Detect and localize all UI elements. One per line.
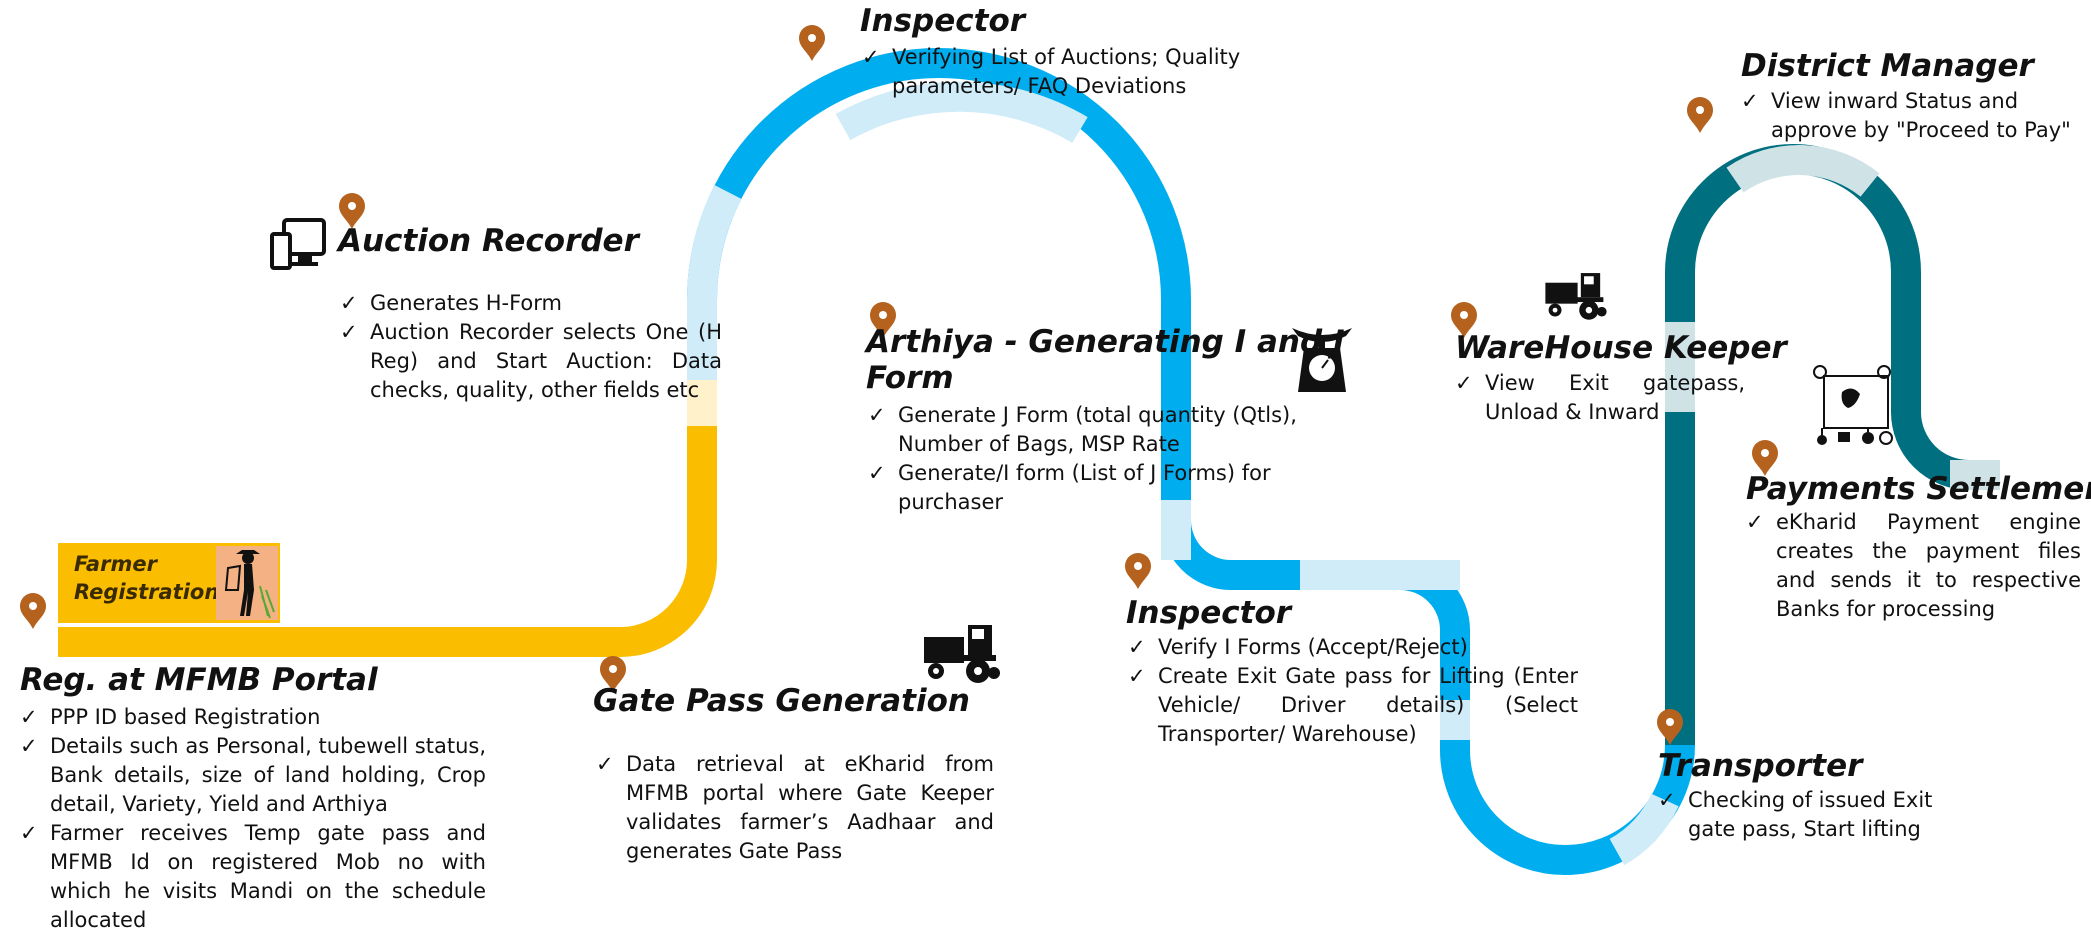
location-pin-icon <box>1125 553 1151 589</box>
location-pin-icon <box>1752 440 1778 476</box>
farmer-label-line2: Registration <box>74 580 220 604</box>
stage-transporter-details: Checking of issued Exit gate pass, Start… <box>1658 786 1968 844</box>
list-item: View inward Status and approve by "Proce… <box>1741 87 2086 145</box>
stage-title-arthiya-line2: Form <box>866 359 954 396</box>
road-highlight-2 <box>835 81 1088 143</box>
list-item: Checking of issued Exit gate pass, Start… <box>1658 786 1968 844</box>
farmer-label-line1: Farmer <box>74 552 157 576</box>
stage-warehouse-details: View Exit gatepass, Unload & Inward <box>1455 369 1745 427</box>
list-item: PPP ID based Registration <box>20 703 486 732</box>
location-pin-icon <box>870 302 896 338</box>
road-highlight-4 <box>1300 560 1460 590</box>
weighing-scale-icon <box>1292 328 1352 392</box>
stage-district-details: View inward Status and approve by "Proce… <box>1741 87 2086 145</box>
location-pin-icon <box>339 193 365 229</box>
stage-title-gatepass: Gate Pass Generation <box>593 683 970 719</box>
truck-icon <box>1545 273 1607 320</box>
computer-icon <box>270 218 326 270</box>
road-segment-teal <box>1665 144 2000 745</box>
truck-icon <box>924 625 1000 683</box>
list-item: Generate/I form (List of J Forms) for pu… <box>868 459 1328 517</box>
list-item: Details such as Personal, tubewell statu… <box>20 732 486 819</box>
stage-gatepass-details: Data retrieval at eKharid from MFMB port… <box>596 750 994 866</box>
road-segment-yellow <box>58 310 717 657</box>
list-item: Farmer receives Temp gate pass and MFMB … <box>20 819 486 935</box>
stage-title-arthiya: Arthiya - Generating I and J Form <box>866 324 1345 396</box>
location-pin-icon <box>1657 709 1683 745</box>
stage-arthiya-details: Generate J Form (total quantity (Qtls), … <box>868 401 1328 517</box>
stage-inspector-1-details: Verifying List of Auctions; Quality para… <box>862 43 1282 101</box>
list-item: Verifying List of Auctions; Quality para… <box>862 43 1282 101</box>
list-item: eKharid Payment engine creates the payme… <box>1746 508 2081 624</box>
stage-title-warehouse: WareHouse Keeper <box>1455 330 1787 366</box>
list-item: Generates H-Form <box>340 289 722 318</box>
stage-title-auction: Auction Recorder <box>338 223 639 259</box>
list-item: Generate J Form (total quantity (Qtls), … <box>868 401 1328 459</box>
location-pin-icon <box>799 25 825 61</box>
road-highlight-teal-2 <box>1950 460 2000 490</box>
stage-title-payments: Payments Settlement <box>1746 471 2091 507</box>
farmer-registration-label: Farmer Registration <box>74 550 219 606</box>
road-segment-blue-arch <box>687 48 1695 876</box>
stage-title-inspector-2: Inspector <box>1126 595 1292 631</box>
road-highlight-teal-top <box>1726 145 1880 197</box>
stage-inspector-2-details: Verify I Forms (Accept/Reject) Create Ex… <box>1128 633 1578 749</box>
list-item: View Exit gatepass, Unload & Inward <box>1455 369 1745 427</box>
location-pin-icon <box>1451 302 1477 338</box>
stage-title-transporter: Transporter <box>1658 748 1863 784</box>
list-item: Create Exit Gate pass for Lifting (Enter… <box>1128 662 1578 749</box>
location-pin-icon <box>20 593 46 629</box>
stage-title-arthiya-line1: Arthiya - Generating I and J <box>866 324 1345 360</box>
location-pin-icon <box>1687 97 1713 133</box>
list-item: Verify I Forms (Accept/Reject) <box>1128 633 1578 662</box>
stage-title-inspector-1: Inspector <box>860 3 1026 39</box>
list-item: Auction Recorder selects One (H Reg) and… <box>340 318 722 405</box>
location-pin-icon <box>600 656 626 692</box>
list-item: Data retrieval at eKharid from MFMB port… <box>596 750 994 866</box>
farmer-icon <box>216 546 278 620</box>
stage-reg-details: PPP ID based Registration Details such a… <box>20 703 486 935</box>
stage-title-reg: Reg. at MFMB Portal <box>20 662 378 698</box>
stage-title-district: District Manager <box>1741 48 2034 84</box>
stage-payments-details: eKharid Payment engine creates the payme… <box>1746 508 2081 624</box>
stage-auction-details: Generates H-Form Auction Recorder select… <box>340 289 722 405</box>
payment-network-icon <box>1813 365 1893 445</box>
